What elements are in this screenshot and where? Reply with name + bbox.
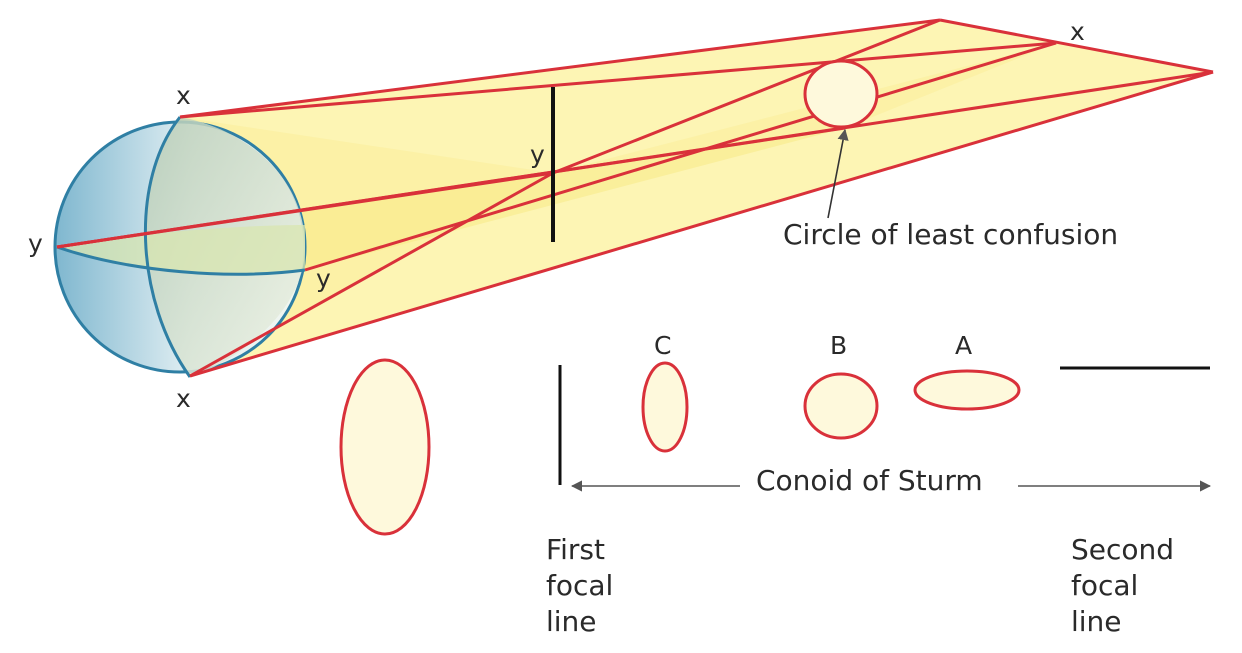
lens-horizontal-band — [57, 225, 305, 274]
ray-diag-upper — [552, 18, 941, 175]
cross-section-a: A — [913, 331, 1021, 411]
first-focal-line-label: First focal line — [546, 533, 613, 638]
second-focal-line-label-line2: focal — [1071, 569, 1138, 602]
ray-x-top-cross — [179, 41, 1057, 119]
first-focus-label: y — [530, 140, 545, 169]
ray-x-bottom-cross — [304, 41, 1057, 272]
lens-horizontal-meridian — [56, 245, 306, 276]
second-focal-line-label-line3: line — [1071, 605, 1122, 638]
second-focal-line-label: Second focal line — [1071, 533, 1174, 638]
second-focal-line-label-line1: Second — [1071, 533, 1174, 566]
conoid-label: Conoid of Sturm — [756, 464, 983, 497]
first-focal-line-label-line3: line — [546, 605, 597, 638]
lens-label-y-right: y — [316, 264, 331, 293]
cross-section-a-label: A — [955, 331, 972, 360]
cross-section-c-shape — [641, 361, 689, 453]
cross-section-b-label: B — [830, 331, 847, 360]
ray-top-outer — [179, 18, 941, 119]
ray-top-to-far-focus — [939, 18, 1214, 74]
cross-section-c-label: C — [654, 331, 671, 360]
circle-label: Circle of least confusion — [783, 218, 1118, 251]
lens-label-y-left: y — [28, 229, 43, 258]
first-focal-line-label-line2: focal — [546, 569, 613, 602]
circle-pointer-arrow — [827, 128, 849, 219]
ray-diag-lower — [189, 171, 554, 378]
lens-label-x-top: x — [176, 81, 191, 110]
lens — [53, 116, 307, 378]
cone-outer-fill — [180, 20, 1213, 376]
second-focus-label: x — [1070, 17, 1085, 46]
cross-section-b-shape — [803, 372, 879, 440]
ray-y-lower — [56, 126, 846, 249]
ray-bottom-outer — [189, 70, 1214, 378]
lens-label-x-bottom: x — [176, 384, 191, 413]
lens-vertical-meridian — [143, 116, 192, 378]
cross-section-c: C — [641, 331, 689, 453]
lens-exit-cross-section — [339, 358, 431, 536]
cross-section-b: B — [803, 331, 879, 440]
circle-of-least-confusion-shape — [803, 59, 879, 129]
rays — [56, 18, 1214, 378]
first-focal-line-label-line1: First — [546, 533, 605, 566]
cross-section-a-shape — [913, 369, 1021, 411]
